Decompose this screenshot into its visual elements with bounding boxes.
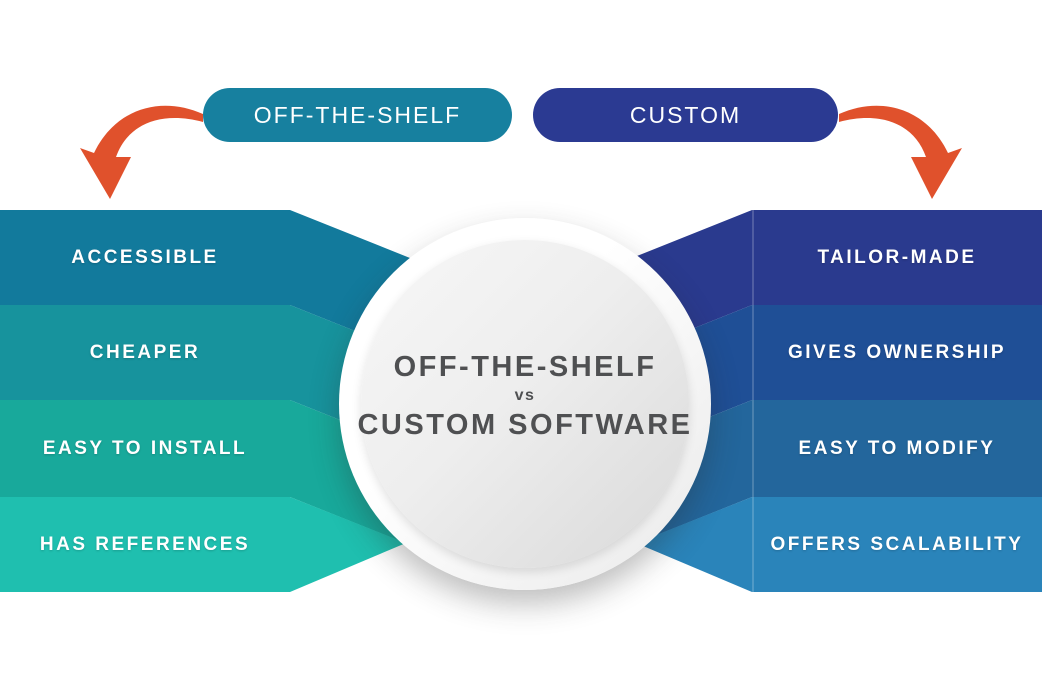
right-label-gives-ownership: GIVES OWNERSHIP [787, 341, 1007, 363]
right-label-easy-to-modify: EASY TO MODIFY [798, 437, 996, 459]
fold-line [752, 305, 754, 400]
center-title: OFF-THE-SHELF vs CUSTOM SOFTWARE [339, 210, 711, 582]
fold-line [752, 400, 754, 497]
curved-arrow-left-path [80, 105, 203, 199]
right-label-tailor-made: TAILOR-MADE [817, 246, 977, 268]
right-label-offers-scalability: OFFERS SCALABILITY [770, 533, 1024, 555]
fold-line [752, 210, 754, 305]
off-the-shelf-pill: OFF-THE-SHELF [203, 88, 512, 142]
left-label-cheaper: CHEAPER [89, 341, 201, 363]
center-title-vs: vs [514, 387, 536, 404]
center-title-line2: CUSTOM SOFTWARE [357, 409, 693, 441]
left-label-has-references: HAS REFERENCES [39, 533, 251, 555]
left-label-easy-to-install: EASY TO INSTALL [42, 437, 248, 459]
custom-pill-label: CUSTOM [629, 101, 742, 128]
center-circle-ring [339, 218, 711, 590]
center-circle-face [361, 240, 689, 568]
curved-arrow-right-path [839, 105, 962, 199]
curved-arrow-left-icon [80, 105, 203, 199]
center-title-line1: OFF-THE-SHELF [393, 351, 657, 383]
custom-pill: CUSTOM [533, 88, 838, 142]
fold-line [752, 497, 754, 592]
off-the-shelf-pill-label: OFF-THE-SHELF [253, 101, 462, 128]
curved-arrow-right-icon [839, 105, 962, 199]
left-label-accessible: ACCESSIBLE [71, 246, 219, 268]
